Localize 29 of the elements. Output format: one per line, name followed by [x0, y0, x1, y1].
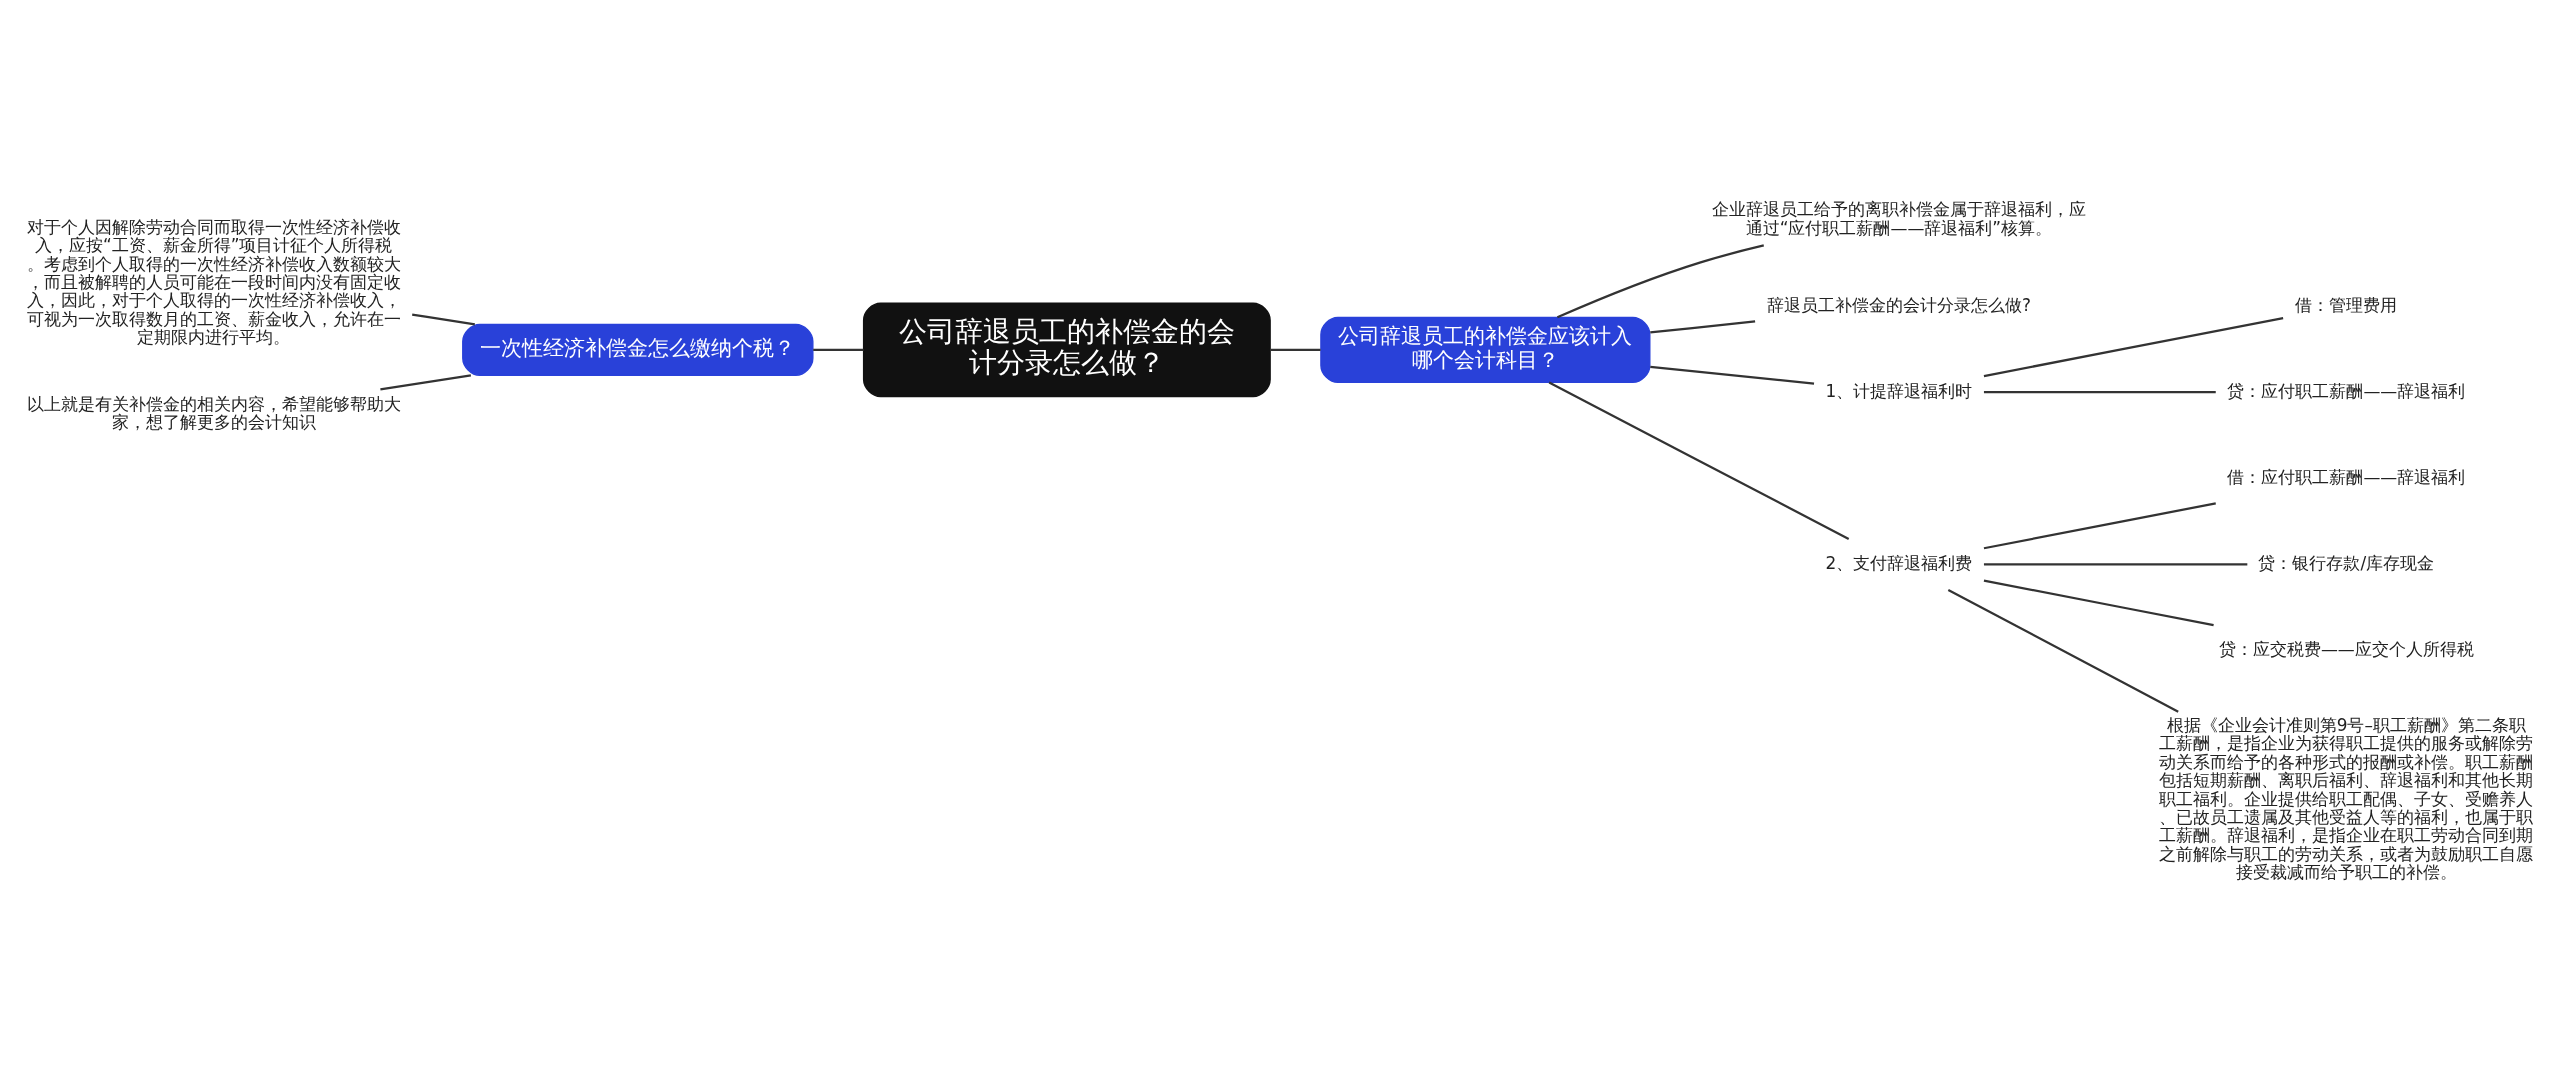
connector: [1983, 317, 2284, 378]
node-text: 借：管理费用: [2295, 294, 2398, 315]
node-box: 公司辞退员工的补偿金的会计分录怎么做？: [862, 302, 1271, 398]
connector: [1650, 365, 1815, 385]
node-box: 一次性经济补偿金怎么缴纳个税？: [462, 323, 814, 376]
node-text: 贷：银行存款/库存现金: [2258, 552, 2435, 573]
connector: [1983, 563, 2248, 566]
connector: [1947, 588, 2179, 713]
node-text: 辞退员工补偿金的会计分录怎么做?: [1766, 294, 2031, 315]
node-text: 贷：应付职工薪酬——辞退福利: [2227, 380, 2466, 401]
connector: [1983, 579, 2214, 627]
connector: [1983, 391, 2216, 394]
connector: [1983, 502, 2216, 550]
node-text: 借：应付职工薪酬——辞退福利: [2227, 466, 2466, 487]
node-text: 2、支付辞退福利费: [1825, 552, 1973, 573]
node-text: 对于个人因解除劳动合同而取得一次性经济补偿收入，应按“工资、薪金所得”项目计征个人所得税。考虑到个人取得的一次性经济补偿收入数额较大，而且被解聘的人员可能在一段时间内没有固定收入，因此，对于个人取得的一次性经济补偿收入，可视为一次取得数月的工资、薪金收入，允许在一定期限内进行平均。: [26, 216, 401, 347]
node-text: 以上就是有关补偿金的相关内容，希望能够帮助大家，想了解更多的会计知识: [26, 394, 401, 433]
node-box: 公司辞退员工的补偿金应该计入哪个会计科目？: [1320, 316, 1651, 384]
connector: [412, 313, 476, 326]
connector: [1650, 320, 1756, 334]
connector: [380, 374, 472, 391]
connector: [1270, 348, 1321, 352]
connector: [1556, 244, 1764, 319]
node-text: 贷：应交税费——应交个人所得税: [2218, 638, 2474, 659]
node-text: 企业辞退员工给予的离职补偿金属于辞退福利，应通过“应付职工薪酬——辞退福利”核算。: [1711, 199, 2086, 238]
node-text: 1、计提辞退福利时: [1825, 380, 1973, 401]
node-text: 根据《企业会计准则第9号–职工薪酬》第二条职工薪酬，是指企业为获得职工提供的服务或解除劳动关系而给予的各种形式的报酬或补偿。职工薪酬包括短期薪酬、离职后福利、辞退福利和其他长期职工福利。企业提供给职工配偶、子女、受赡养人、已故员工遗属及其他受益人等的福利，也属于职工薪酬。辞退福利，是指企业在职工劳动合同到期之前解除与职工的劳动关系，或者为鼓励职工自愿接受裁减而给予职工的补偿。: [2159, 715, 2534, 882]
connector: [1548, 381, 1850, 540]
connector: [813, 348, 864, 352]
